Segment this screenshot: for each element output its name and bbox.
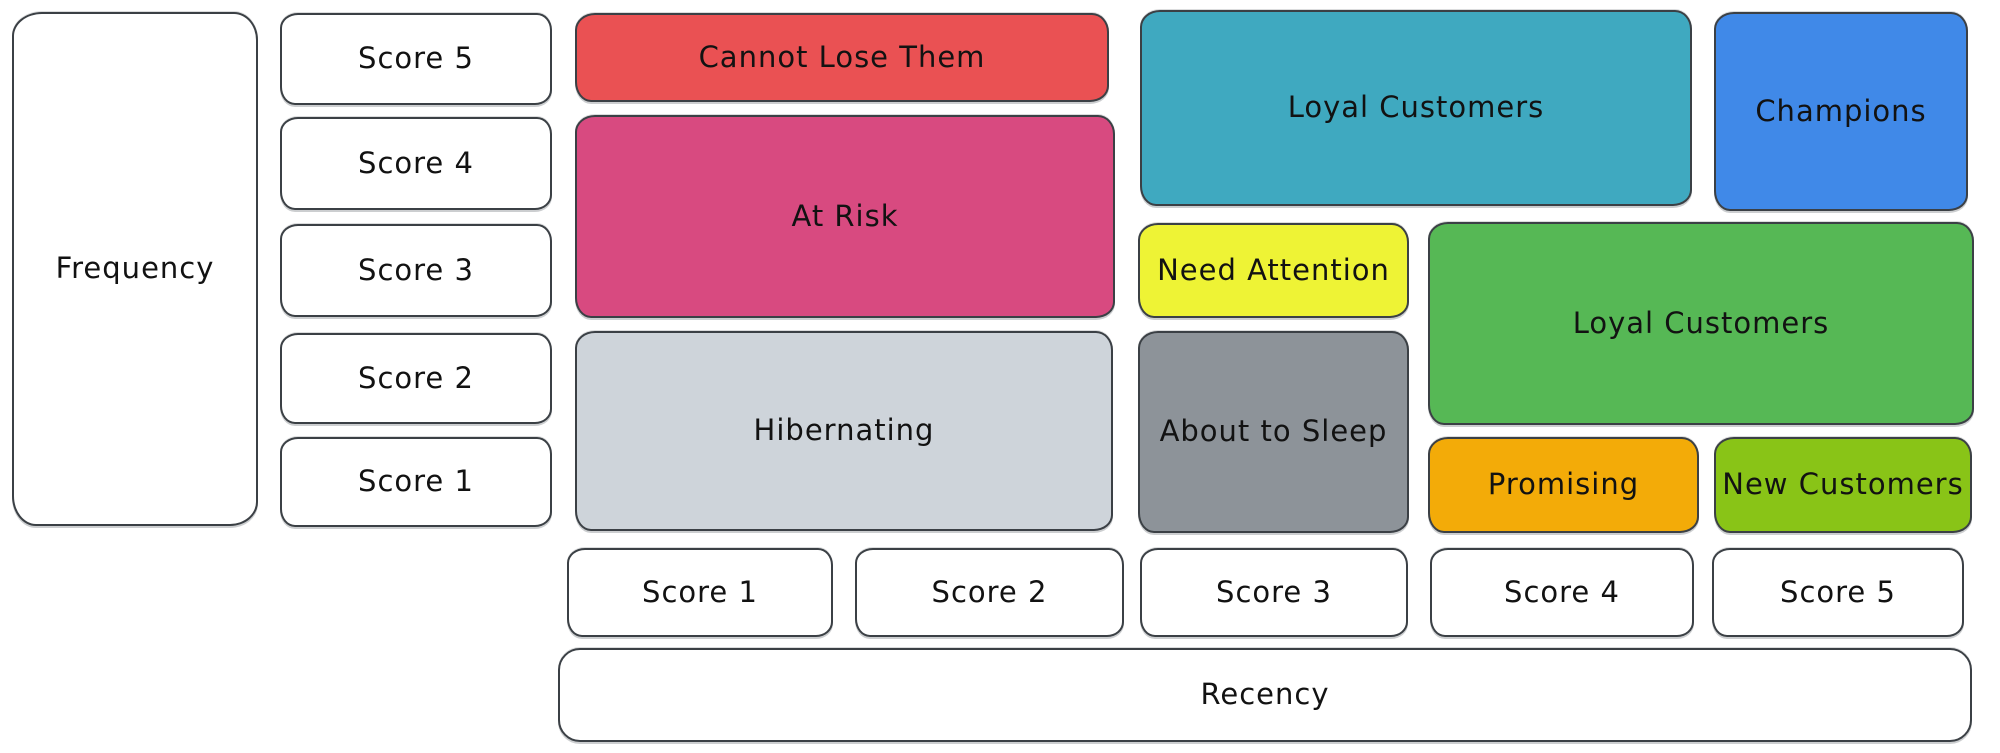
recency-score-4: Score 4 — [1430, 548, 1694, 637]
segment-new-customers: New Customers — [1714, 437, 1972, 533]
recency-score-5: Score 5 — [1712, 548, 1964, 637]
segment-label: Loyal Customers — [1572, 305, 1830, 340]
segment-about-to-sleep: About to Sleep — [1138, 331, 1409, 533]
frequency-score-3: Score 3 — [280, 224, 552, 317]
segment-hibernating: Hibernating — [575, 331, 1113, 531]
segment-at-risk: At Risk — [575, 115, 1115, 318]
frequency-score-4: Score 4 — [280, 117, 552, 210]
recency-score-label: Score 1 — [642, 574, 758, 609]
frequency-score-label: Score 3 — [358, 252, 474, 287]
recency-score-1: Score 1 — [567, 548, 833, 637]
segment-label: Hibernating — [753, 413, 935, 448]
frequency-score-1: Score 1 — [280, 437, 552, 527]
frequency-score-label: Score 5 — [358, 41, 474, 76]
frequency-score-label: Score 2 — [358, 360, 474, 395]
segment-promising: Promising — [1428, 437, 1699, 533]
segment-label: At Risk — [791, 198, 899, 233]
frequency-score-5: Score 5 — [280, 13, 552, 105]
frequency-axis-label: Frequency — [55, 251, 215, 286]
frequency-score-label: Score 4 — [358, 145, 474, 180]
recency-score-3: Score 3 — [1140, 548, 1408, 637]
recency-score-label: Score 4 — [1504, 574, 1620, 609]
segment-label: New Customers — [1722, 467, 1964, 502]
segment-cannot-lose-them: Cannot Lose Them — [575, 13, 1109, 102]
segment-label: Loyal Customers — [1287, 90, 1545, 125]
recency-score-label: Score 3 — [1216, 574, 1332, 609]
frequency-score-label: Score 1 — [358, 464, 474, 499]
frequency-score-2: Score 2 — [280, 333, 552, 424]
frequency-axis-box: Frequency — [12, 12, 258, 526]
recency-score-2: Score 2 — [855, 548, 1124, 637]
segment-need-attention: Need Attention — [1138, 223, 1409, 318]
segment-label: About to Sleep — [1159, 414, 1388, 449]
segment-label: Champions — [1755, 93, 1927, 128]
recency-axis-box: Recency — [558, 648, 1972, 742]
segment-champions: Champions — [1714, 12, 1968, 211]
segment-loyal-customers-upper: Loyal Customers — [1140, 10, 1692, 206]
segment-loyal-customers-right: Loyal Customers — [1428, 222, 1974, 425]
segment-label: Cannot Lose Them — [698, 39, 986, 74]
recency-score-label: Score 2 — [931, 574, 1048, 609]
segment-label: Need Attention — [1157, 252, 1390, 287]
segment-label: Promising — [1487, 467, 1640, 502]
recency-score-label: Score 5 — [1780, 574, 1896, 609]
recency-axis-label: Recency — [1200, 677, 1330, 712]
